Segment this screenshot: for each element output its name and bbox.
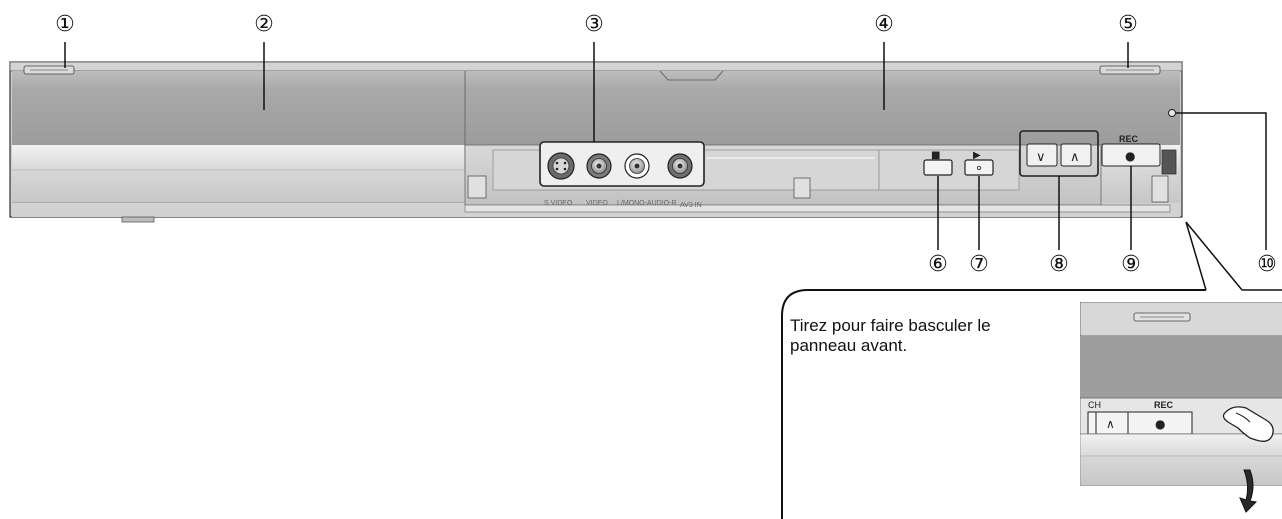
hand-icon [1222, 406, 1274, 442]
inset-ch-up-symbol: ∧ [1106, 417, 1115, 431]
callout-10: ⑩ [1257, 252, 1277, 277]
inset-ch-label: CH [1088, 400, 1101, 410]
pull-arrow-icon [1239, 469, 1258, 513]
zoom-line-left [1185, 221, 1207, 291]
stop-symbol: ■ [931, 150, 940, 161]
zoom-line-right [1185, 221, 1243, 291]
rec-dot: ● [1125, 149, 1135, 163]
inset-rec-dot: ● [1155, 417, 1165, 431]
rec-label: REC [1119, 134, 1139, 144]
av3-input-jacks [539, 141, 705, 187]
recorder-front-panel [9, 61, 1183, 223]
channel-down-symbol: ∨ [1036, 150, 1046, 165]
callout-2: ② [254, 12, 274, 37]
callout-7: ⑦ [969, 252, 989, 277]
play-button: ▶ [964, 150, 994, 176]
channel-up-symbol: ∧ [1070, 150, 1080, 165]
stop-button: ■ [923, 150, 953, 176]
remote-sensor [1168, 109, 1176, 117]
callout-9: ⑨ [1121, 252, 1141, 277]
callout-8: ⑧ [1049, 252, 1069, 277]
callout-5: ⑤ [1118, 12, 1138, 37]
inset-rec-label: REC [1154, 400, 1174, 410]
callout-4: ④ [874, 12, 894, 37]
callout-1: ① [55, 12, 75, 37]
callout-6: ⑥ [928, 252, 948, 277]
label-audio: L/MONO-AUDIO-R [617, 200, 677, 207]
leader-lines [64, 42, 1267, 250]
play-symbol: ▶ [973, 150, 981, 161]
label-video: VIDEO [586, 200, 608, 207]
inset-instruction-text: Tirez pour faire basculer le panneau ava… [790, 316, 991, 355]
label-av3-in: AV3 IN [680, 202, 702, 209]
label-s-video: S VIDEO [544, 200, 573, 207]
callout-3: ③ [584, 12, 604, 37]
